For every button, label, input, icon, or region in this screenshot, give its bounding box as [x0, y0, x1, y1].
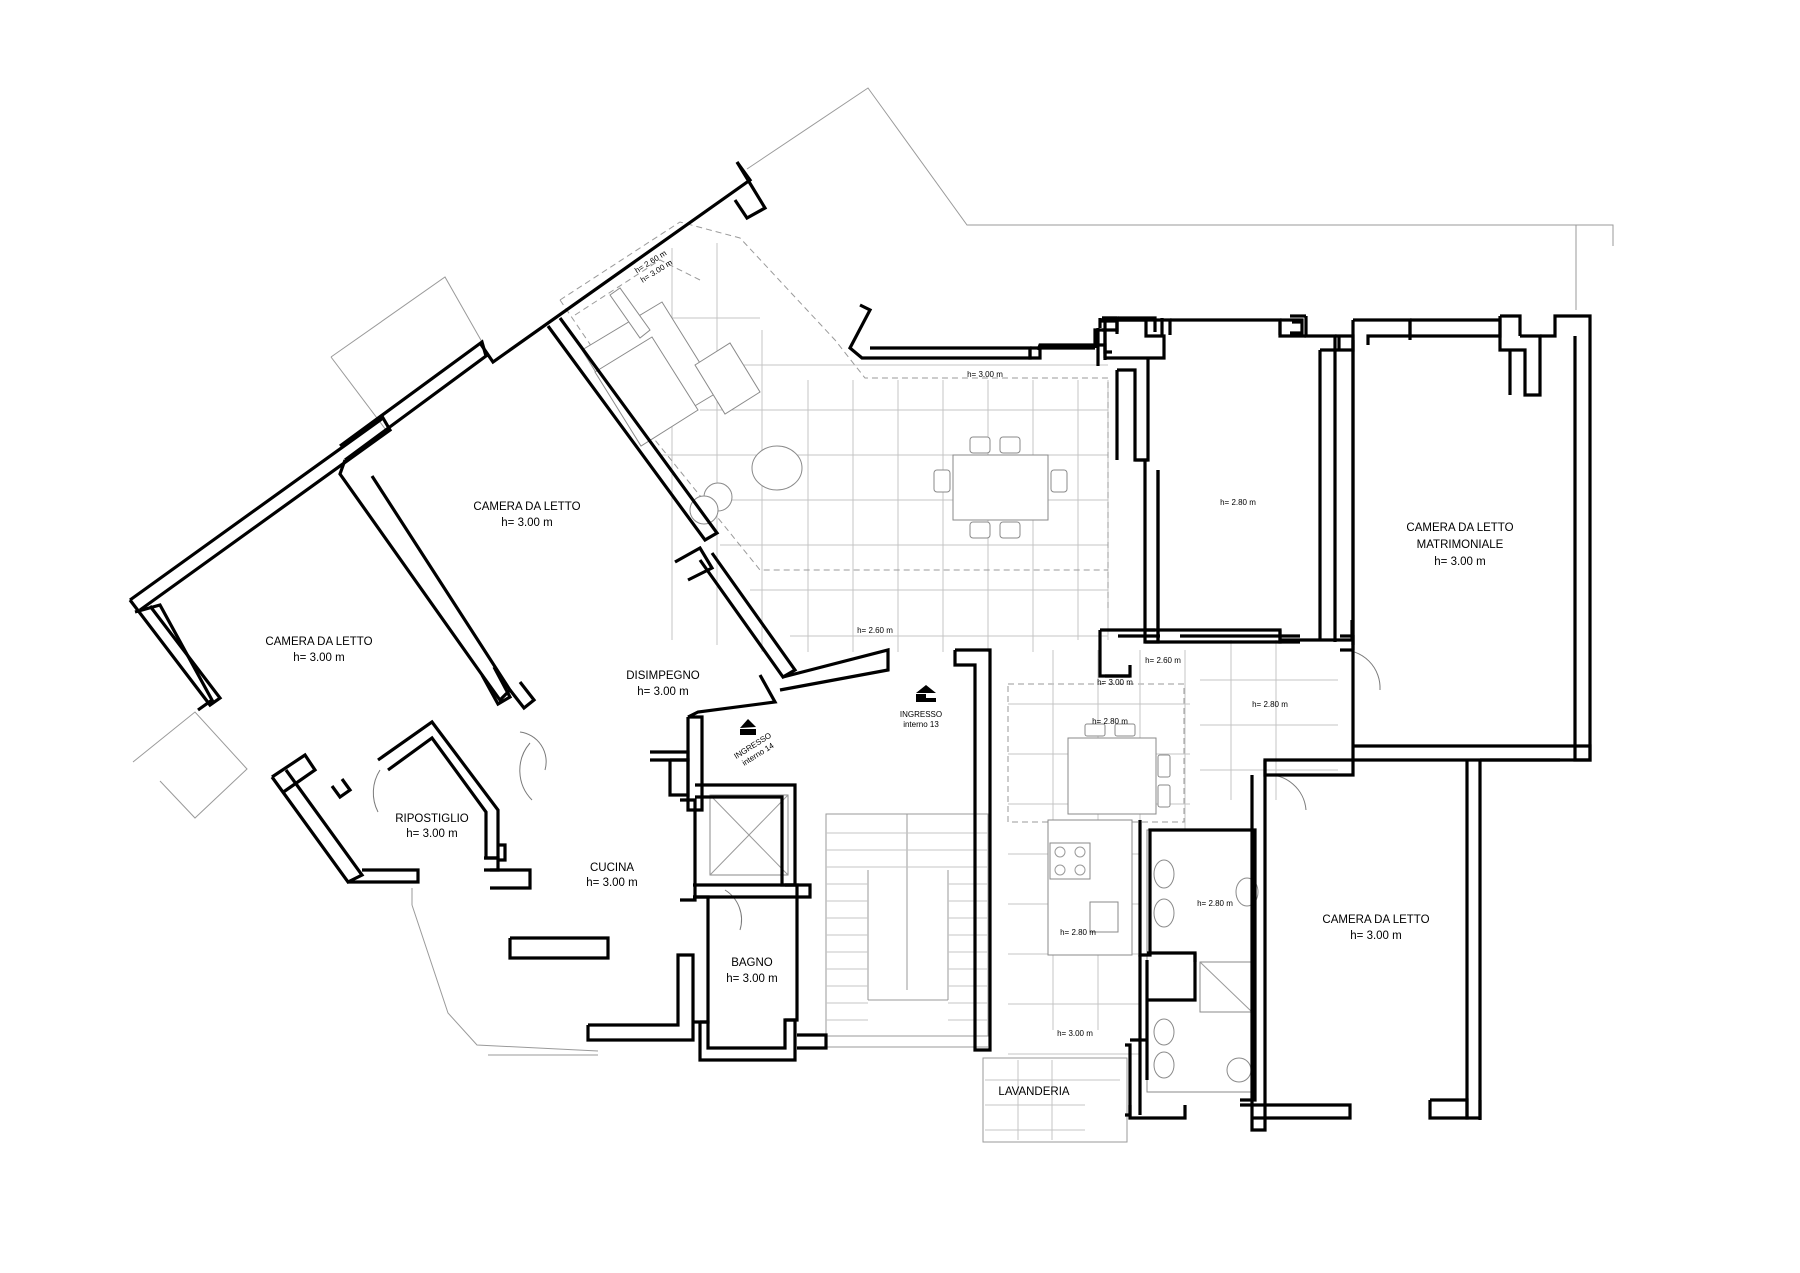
- entrance-13-label: INGRESSO: [900, 710, 942, 719]
- lavanderia-name: LAVANDERIA: [998, 1086, 1069, 1098]
- bedroom-1-name: CAMERA DA LETTO: [473, 501, 580, 513]
- walls: [128, 161, 1592, 1132]
- height-hall-a: h= 2.60 m: [1145, 656, 1181, 665]
- entrance-markers: INGRESSO interno 13 INGRESSO interno 14: [732, 685, 942, 768]
- stair-core: [825, 813, 989, 1048]
- room-labels: CAMERA DA LETTO h= 3.00 m CAMERA DA LETT…: [265, 501, 1513, 1098]
- height-hall-b: h= 3.00 m: [1097, 678, 1133, 687]
- height-bath-2: h= 2.80 m: [1197, 899, 1233, 908]
- lift: [709, 794, 789, 876]
- master-bedroom-name-2: MATRIMONIALE: [1417, 539, 1504, 551]
- height-hall-c: h= 2.80 m: [1252, 700, 1288, 709]
- bedroom-2-name: CAMERA DA LETTO: [265, 636, 372, 648]
- height-living-top: h= 3.00 m: [967, 370, 1003, 379]
- bedroom-4-height: h= 3.00 m: [1350, 930, 1401, 942]
- kitchen2-furniture: [1047, 723, 1171, 956]
- bath2-fixtures: [1146, 829, 1259, 1093]
- bagno-name: BAGNO: [731, 957, 773, 969]
- disimpegno-height: h= 3.00 m: [637, 686, 688, 698]
- bedroom-1-height: h= 3.00 m: [501, 517, 552, 529]
- ripostiglio-name: RIPOSTIGLIO: [395, 813, 469, 825]
- cucina-height: h= 3.00 m: [586, 877, 637, 889]
- height-corridor: h= 2.80 m: [1092, 717, 1128, 726]
- height-kitchen-2: h= 2.80 m: [1060, 928, 1096, 937]
- height-kitchen-2-bottom: h= 3.00 m: [1057, 1029, 1093, 1038]
- entrance-13-number: interno 13: [903, 720, 939, 729]
- ripostiglio-height: h= 3.00 m: [406, 828, 457, 840]
- bagno-height: h= 3.00 m: [726, 973, 777, 985]
- bedroom-2-height: h= 3.00 m: [293, 652, 344, 664]
- height-living-low: h= 2.60 m: [857, 626, 893, 635]
- master-bedroom-name-1: CAMERA DA LETTO: [1406, 522, 1513, 534]
- terraces: [132, 87, 1614, 1056]
- entrance-14-icon: [740, 719, 756, 735]
- entrance-13-icon: [916, 685, 936, 702]
- living-furniture: [581, 287, 1068, 539]
- living-floor-pattern: [559, 221, 1109, 652]
- cucina-name: CUCINA: [590, 862, 634, 874]
- bedroom-4-name: CAMERA DA LETTO: [1322, 914, 1429, 926]
- disimpegno-name: DISIMPEGNO: [626, 670, 700, 682]
- height-room-center: h= 2.80 m: [1220, 498, 1256, 507]
- master-bedroom-height: h= 3.00 m: [1434, 556, 1485, 568]
